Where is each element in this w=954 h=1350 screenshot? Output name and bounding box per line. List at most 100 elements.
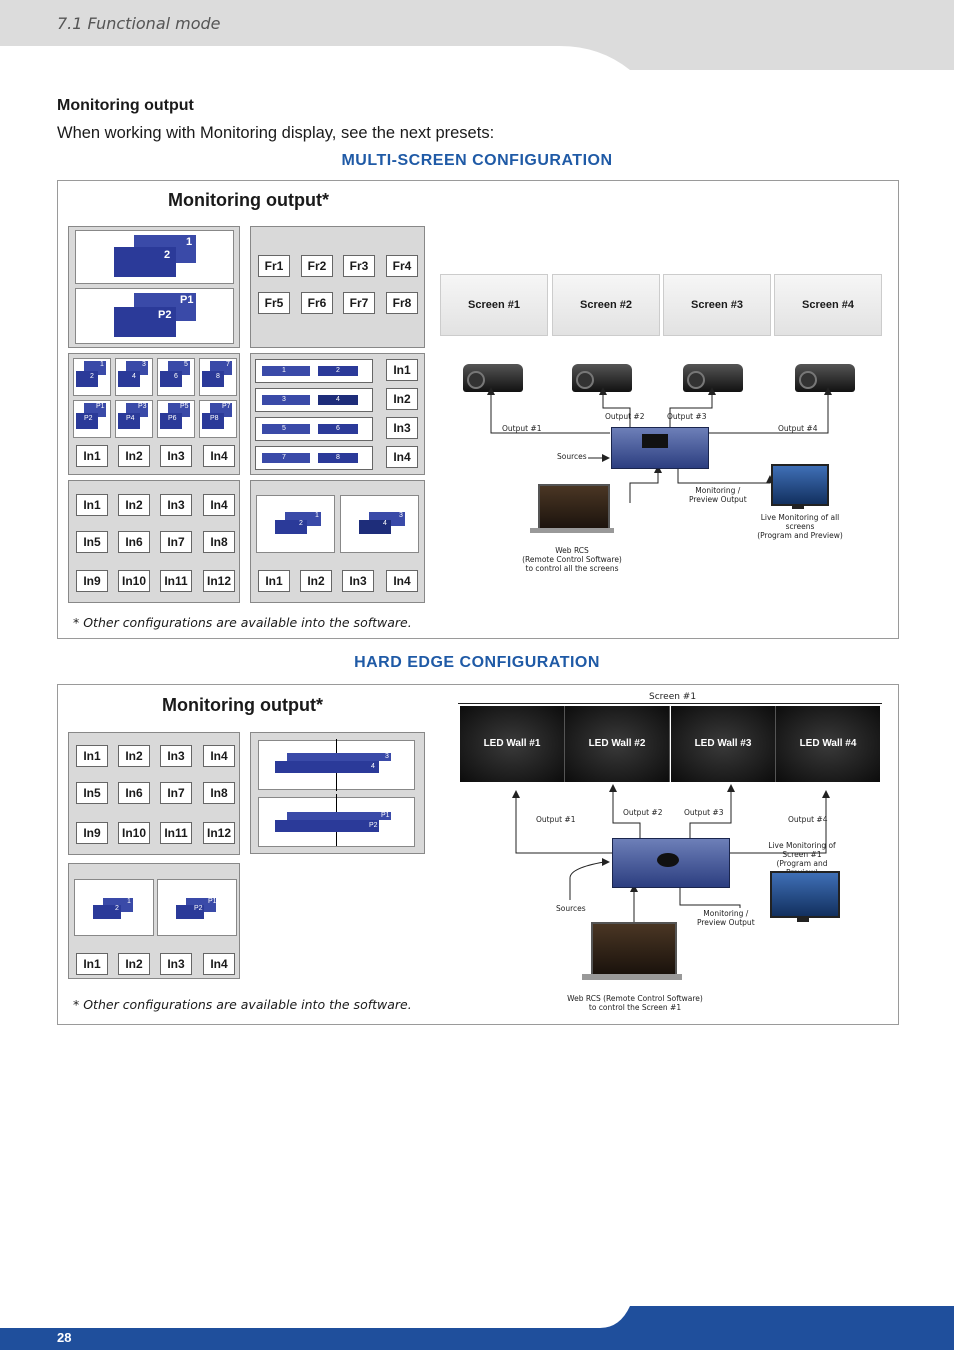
input-button[interactable]: In10 (118, 822, 150, 844)
input-button[interactable]: In2 (118, 953, 150, 975)
hard-panel-title: Monitoring output* (162, 695, 323, 715)
frame-button[interactable]: Fr7 (343, 292, 375, 314)
input-button[interactable]: In5 (76, 782, 108, 804)
led-wall: LED Wall #3 (671, 706, 776, 782)
input-button[interactable]: In12 (203, 570, 235, 592)
processor-icon (612, 838, 730, 888)
input-button[interactable]: In1 (386, 359, 418, 381)
input-button[interactable]: In4 (203, 445, 235, 467)
input-button[interactable]: In2 (118, 745, 150, 767)
webrcs-label: Web RCS (Remote Control Software) to con… (522, 546, 622, 573)
layer-label: 1 (186, 236, 193, 248)
laptop-icon (591, 922, 677, 976)
input-button[interactable]: In3 (160, 494, 192, 516)
frame-button[interactable]: Fr4 (386, 255, 418, 277)
input-button[interactable]: In7 (160, 782, 192, 804)
multi-screen-panel: Monitoring output* 1 2 P1 P2 Fr1 Fr2 Fr3… (57, 180, 899, 639)
preset-preview-program[interactable]: 1 2 P1 P2 (68, 226, 240, 348)
input-button[interactable]: In8 (203, 782, 235, 804)
screen-box: Screen #4 (774, 274, 882, 336)
output-label: Output #4 (778, 424, 818, 433)
input-button[interactable]: In1 (258, 570, 290, 592)
monitoring-label: Monitoring / Preview Output (689, 486, 747, 504)
hard-note: * Other configurations are available int… (73, 997, 412, 1012)
sources-label: Sources (557, 452, 587, 461)
monitoring-label: Monitoring / Preview Output (697, 909, 755, 927)
input-button[interactable]: In4 (203, 745, 235, 767)
frame-button[interactable]: Fr6 (301, 292, 333, 314)
screen-label: Screen #1 (649, 692, 697, 702)
preset-frames[interactable]: Fr1 Fr2 Fr3 Fr4 Fr5 Fr6 Fr7 Fr8 (250, 226, 425, 348)
input-button[interactable]: In6 (118, 782, 150, 804)
input-button[interactable]: In4 (203, 953, 235, 975)
layer-label: P1 (180, 294, 194, 306)
hard-edge-heading: HARD EDGE CONFIGURATION (354, 654, 600, 671)
input-button[interactable]: In2 (118, 494, 150, 516)
input-button[interactable]: In1 (76, 494, 108, 516)
led-wall: LED Wall #4 (776, 706, 880, 782)
input-button[interactable]: In4 (386, 570, 418, 592)
input-button[interactable]: In7 (160, 531, 192, 553)
preset-hard-edge[interactable]: 3 4 P1 P2 (250, 732, 425, 854)
screen-box: Screen #3 (663, 274, 771, 336)
input-button[interactable]: In9 (76, 822, 108, 844)
input-button[interactable]: In4 (203, 494, 235, 516)
input-button[interactable]: In10 (118, 570, 150, 592)
page-number: 28 (57, 1330, 72, 1345)
projector-icon (572, 364, 632, 392)
input-button[interactable]: In4 (386, 446, 418, 468)
multi-screen-heading: MULTI-SCREEN CONFIGURATION (341, 152, 613, 169)
input-button[interactable]: In1 (76, 953, 108, 975)
input-button[interactable]: In5 (76, 531, 108, 553)
led-wall: LED Wall #1 (460, 706, 565, 782)
input-button[interactable]: In1 (76, 745, 108, 767)
multi-panel-title: Monitoring output* (168, 190, 329, 210)
input-button[interactable]: In1 (76, 445, 108, 467)
frame-button[interactable]: Fr1 (258, 255, 290, 277)
input-button[interactable]: In3 (160, 445, 192, 467)
output-label: Output #1 (502, 424, 542, 433)
input-button[interactable]: In12 (203, 822, 235, 844)
preset-input-grid[interactable]: In1 In2 In3 In4 In5 In6 In7 In8 In9 In10… (68, 732, 240, 855)
monitor-icon (770, 871, 840, 918)
preview-screen: P1 P2 (75, 288, 234, 344)
frame-button[interactable]: Fr3 (343, 255, 375, 277)
input-button[interactable]: In8 (203, 531, 235, 553)
input-button[interactable]: In2 (300, 570, 332, 592)
program-screen: 1 2 (75, 230, 234, 284)
led-wall: LED Wall #2 (565, 706, 670, 782)
preset-input-grid[interactable]: In1 In2 In3 In4 In5 In6 In7 In8 In9 In10… (68, 480, 240, 603)
input-button[interactable]: In9 (76, 570, 108, 592)
webrcs-label: Web RCS (Remote Control Software) to con… (567, 994, 703, 1012)
input-button[interactable]: In3 (342, 570, 374, 592)
output-label: Output #1 (536, 815, 576, 824)
input-button[interactable]: In3 (386, 417, 418, 439)
sources-label: Sources (556, 904, 586, 913)
section-intro: When working with Monitoring display, se… (57, 124, 495, 142)
layer-label: 2 (164, 249, 171, 261)
projector-icon (463, 364, 523, 392)
input-button[interactable]: In11 (160, 822, 192, 844)
header-band (0, 0, 954, 70)
input-button[interactable]: In3 (160, 745, 192, 767)
input-button[interactable]: In3 (160, 953, 192, 975)
input-button[interactable]: In11 (160, 570, 192, 592)
screen-box: Screen #2 (552, 274, 660, 336)
frame-button[interactable]: Fr8 (386, 292, 418, 314)
chapter-title: 7.1 Functional mode (57, 14, 221, 33)
output-label: Output #4 (788, 815, 828, 824)
input-button[interactable]: In6 (118, 531, 150, 553)
input-button[interactable]: In2 (386, 388, 418, 410)
output-label: Output #3 (667, 412, 707, 421)
output-label: Output #3 (684, 808, 724, 817)
projector-icon (795, 364, 855, 392)
input-button[interactable]: In2 (118, 445, 150, 467)
section-heading: Monitoring output (57, 97, 194, 114)
frame-button[interactable]: Fr5 (258, 292, 290, 314)
frame-button[interactable]: Fr2 (301, 255, 333, 277)
